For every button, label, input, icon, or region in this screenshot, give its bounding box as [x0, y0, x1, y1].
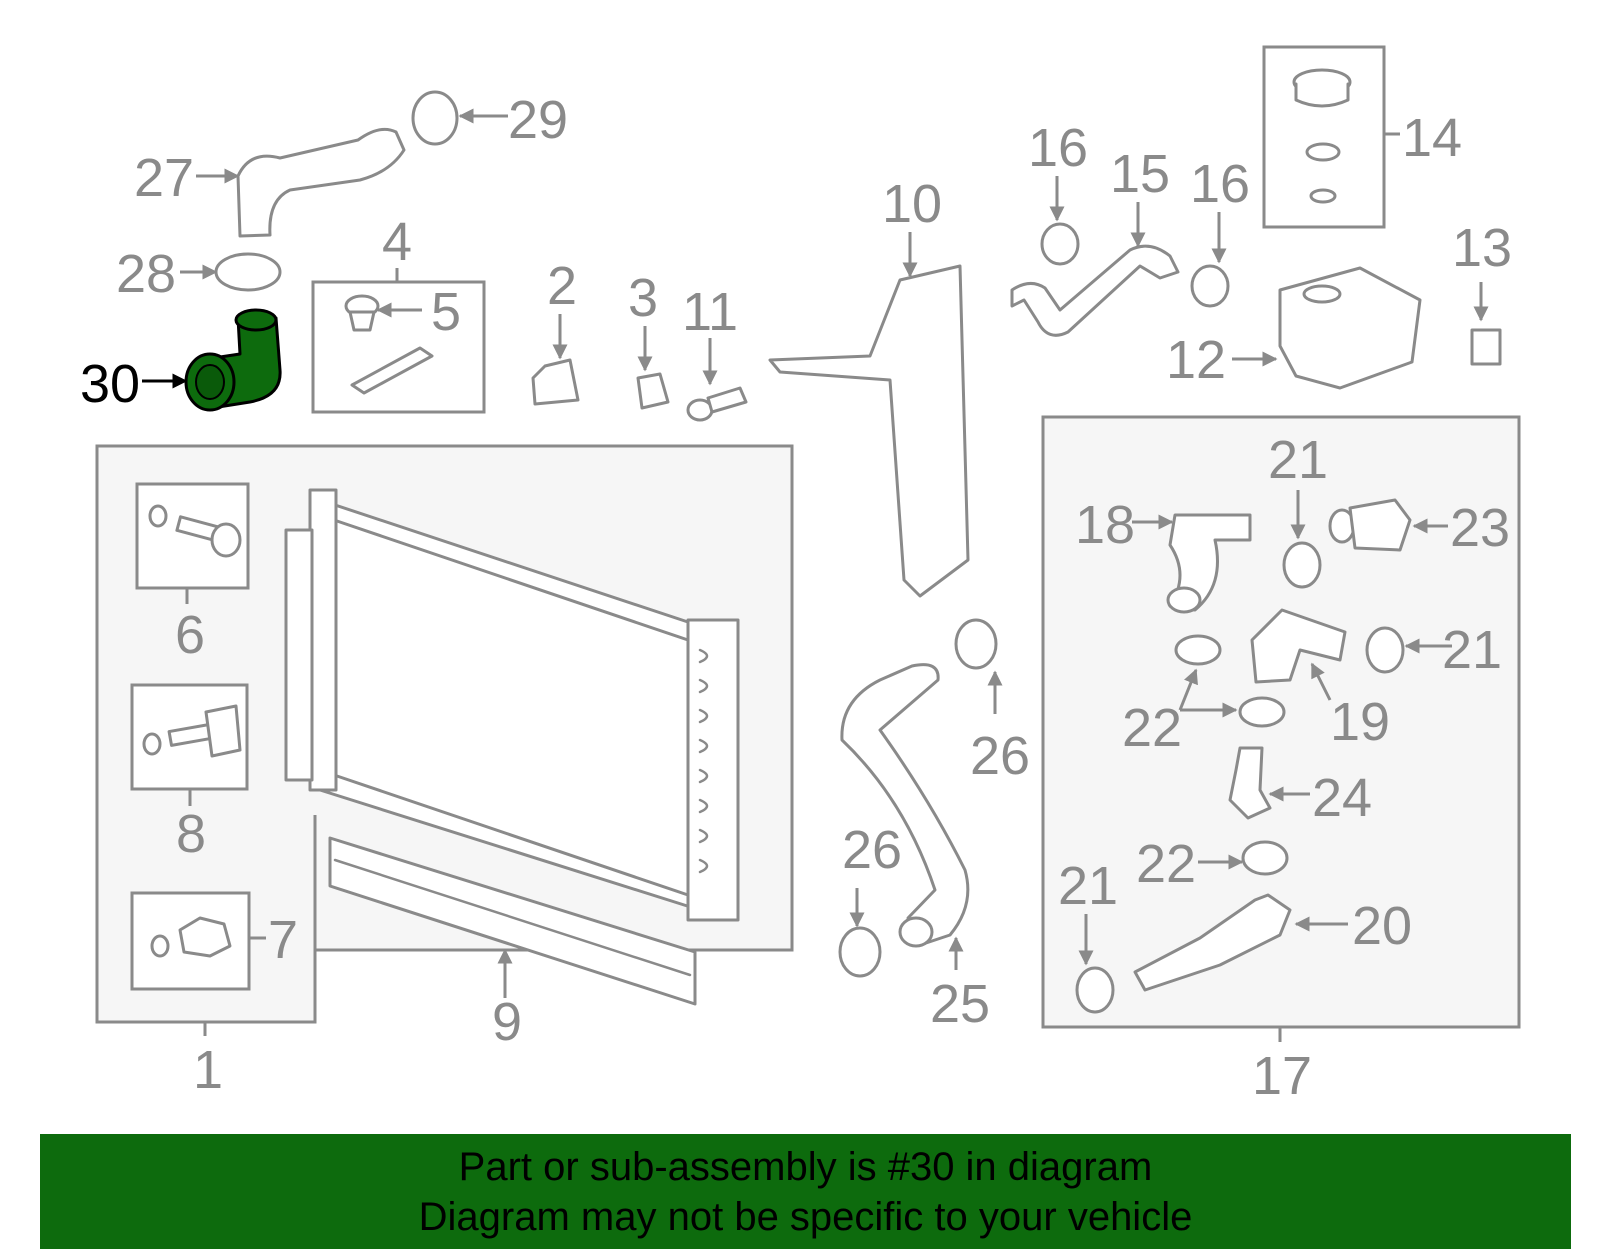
part-6-bolt	[148, 504, 242, 558]
part-10-deflector	[768, 264, 970, 598]
part-21-clamp-b	[1365, 626, 1405, 674]
callout-16-a: 16	[1028, 118, 1088, 178]
callout-10: 10	[882, 174, 942, 234]
callout-17: 17	[1252, 1046, 1312, 1106]
part-12-reservoir	[1278, 266, 1422, 390]
part-26-clamp-a	[954, 618, 998, 670]
callout-28: 28	[116, 244, 176, 304]
callout-1: 1	[193, 1040, 223, 1100]
part-25-lower-hose	[840, 663, 970, 947]
part-23-fitting	[1328, 498, 1412, 552]
callout-9: 9	[492, 992, 522, 1052]
leader-lines	[142, 108, 1489, 1042]
callout-22-a: 22	[1122, 698, 1182, 758]
callout-5: 5	[431, 282, 461, 342]
part-4-bracket	[350, 346, 434, 395]
parts-diagram: 1 2 3 4 5 6 7 8 9 10 11 12 13 14 15 16 1…	[80, 45, 1521, 1106]
banner-line-disclaimer: Diagram may not be specific to your vehi…	[418, 1194, 1193, 1239]
callout-8: 8	[176, 804, 206, 864]
callout-27: 27	[134, 148, 194, 208]
part-14-cap-kit	[1292, 68, 1352, 204]
callout-20: 20	[1352, 896, 1412, 956]
part-19-tee	[1250, 608, 1347, 684]
callout-25: 25	[930, 974, 990, 1034]
callout-11: 11	[682, 282, 738, 342]
callout-26-a: 26	[970, 726, 1030, 786]
callout-labels: 1 2 3 4 5 6 7 8 9 10 11 12 13 14 15 16 1…	[80, 90, 1512, 1106]
callout-24: 24	[1312, 768, 1372, 828]
callout-4: 4	[382, 212, 412, 272]
radiator-core	[284, 488, 740, 922]
callout-21-b: 21	[1442, 620, 1502, 680]
part-2-bracket	[531, 358, 580, 406]
callout-2: 2	[547, 256, 577, 316]
part-22-clamp-b	[1238, 696, 1286, 728]
callout-23: 23	[1450, 498, 1510, 558]
part-26-clamp-b	[838, 926, 882, 978]
callout-26-b: 26	[842, 820, 902, 880]
part-29-clamp	[411, 90, 459, 146]
banner-line-part-number: Part or sub-assembly is #30 in diagram	[458, 1144, 1153, 1189]
callout-16-b: 16	[1190, 154, 1250, 214]
part-16-clamp-a	[1040, 222, 1080, 266]
part-7-fitting	[150, 916, 232, 958]
callout-12: 12	[1166, 330, 1226, 390]
callout-21-a: 21	[1268, 430, 1328, 490]
sub-box-4	[311, 280, 486, 414]
part-16-clamp-b	[1190, 264, 1230, 308]
callout-29: 29	[508, 90, 568, 150]
part-22-clamp-a	[1174, 634, 1222, 666]
part-20-hose	[1133, 893, 1292, 992]
callout-6: 6	[175, 605, 205, 665]
part-8-fitting	[142, 704, 242, 758]
callout-13: 13	[1452, 218, 1512, 278]
part-3-insulator	[636, 372, 670, 410]
part-15-heater-hose	[1010, 244, 1180, 337]
part-22-clamp-c	[1241, 840, 1289, 876]
callout-30-highlighted: 30	[80, 354, 140, 414]
callout-22-b: 22	[1136, 834, 1196, 894]
callout-21-c: 21	[1058, 856, 1118, 916]
part-13-cap	[1470, 328, 1502, 366]
callout-19: 19	[1330, 692, 1390, 752]
callout-3: 3	[628, 268, 658, 328]
radiator-fins	[698, 648, 709, 874]
callout-18: 18	[1075, 495, 1135, 555]
part-21-clamp-c	[1075, 966, 1115, 1014]
part-9-baffle	[328, 836, 697, 1006]
part-25-hose-end	[898, 916, 934, 948]
part-30-elbow-highlighted	[184, 308, 282, 412]
part-18-hose-end	[1166, 586, 1202, 614]
part-24-fitting	[1228, 746, 1272, 820]
part-12-reservoir-neck	[1302, 284, 1342, 304]
part-11-pin	[686, 386, 748, 422]
callout-15: 15	[1110, 144, 1170, 204]
part-27-upper-hose	[236, 127, 406, 238]
info-banner: Part or sub-assembly is #30 in diagram D…	[40, 1134, 1571, 1249]
callout-14: 14	[1402, 108, 1462, 168]
part-28-clamp	[214, 252, 282, 292]
part-21-clamp-a	[1282, 541, 1322, 589]
callout-7: 7	[268, 910, 298, 970]
